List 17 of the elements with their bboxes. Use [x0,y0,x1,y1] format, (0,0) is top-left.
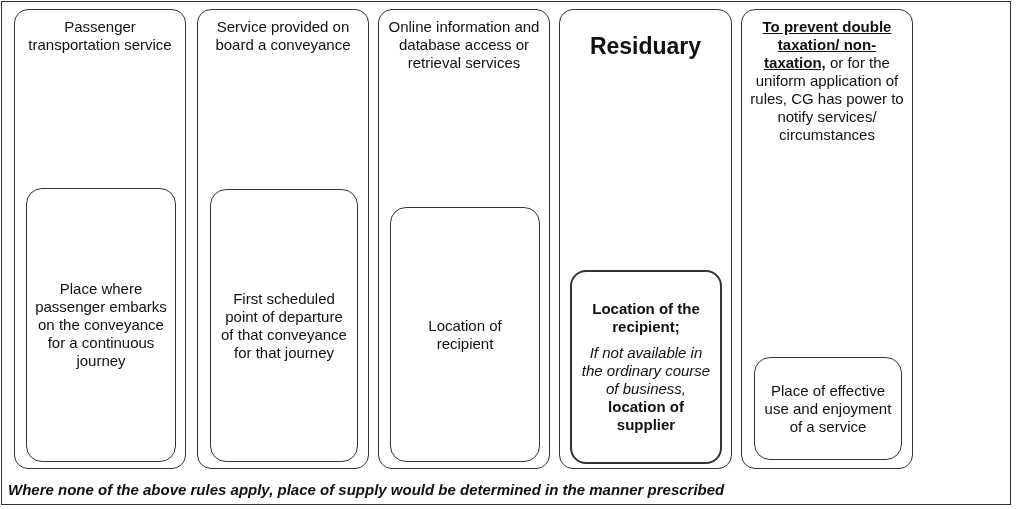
column-panel [559,9,732,469]
rule-text: Place where passenger embarks on the conveyance for a continuous journey [35,280,167,370]
footnote: Where none of the above rules apply, place of supply would be determined in the manner prescribed [8,481,725,499]
rule-text: Location of recipient [427,316,503,353]
rule-text: Location of the recipient; [591,300,701,336]
column-heading: Residuary [588,32,703,60]
column-panel [741,9,913,469]
column-heading: To prevent double taxation/ non-taxation, or for the uniform application of rules, CG has power to notify services/ circumstances [749,18,905,144]
column-panel [197,9,369,469]
column-panel [378,9,550,469]
column-heading: Service provided on board a conveyance [214,18,352,54]
rule-text: If not available in the ordinary course of business, location of supplier [580,344,712,434]
column-panel [14,9,186,469]
rule-text: First scheduled point of departure of that conveyance for that journey [220,289,348,362]
rule-text: Place of effective use and enjoyment of a service [763,381,893,436]
column-heading: Passenger transportation service [27,18,173,54]
column-heading: Online information and database access or retrieval services [387,18,541,72]
